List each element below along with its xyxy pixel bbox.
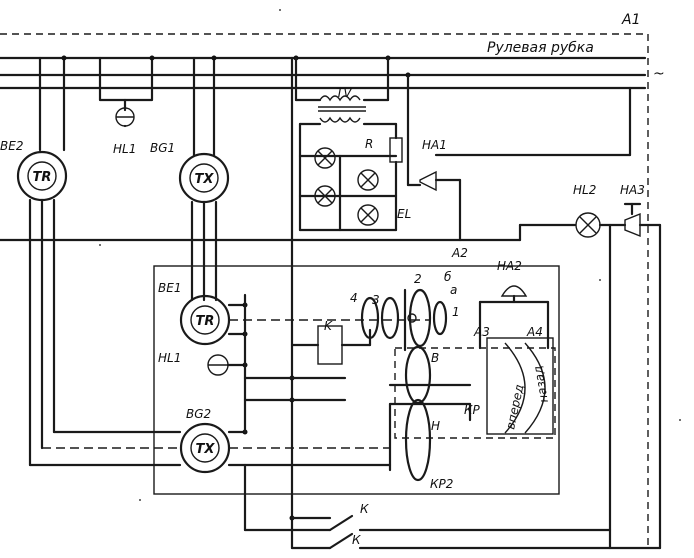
label-be2: BE2 [0, 139, 23, 153]
label-k-bottom-1: К [360, 502, 369, 516]
k-contacts [243, 514, 662, 550]
label-r: R [365, 137, 373, 151]
power-bus [0, 56, 647, 90]
label-hl1-mid: HL1 [158, 351, 181, 365]
label-k-bottom-2: К [352, 533, 361, 547]
ha1-horn [406, 73, 462, 242]
label-n2: 2 [414, 272, 422, 286]
label-hl2: HL2 [573, 183, 596, 197]
scan-noise [99, 9, 681, 501]
label-ac: ~ [653, 66, 665, 82]
label-a1: A1 [621, 12, 640, 28]
label-dial-forward: вперед [503, 383, 526, 431]
label-tr-mid: TR [196, 314, 215, 329]
label-nb: б [444, 270, 452, 284]
label-hl1-top: HL1 [113, 142, 136, 156]
label-ha1: HA1 [422, 138, 447, 152]
label-kr2: КР2 [430, 477, 453, 491]
label-bg1: BG1 [150, 141, 175, 155]
direction-dial [504, 342, 546, 434]
tv-transformer [294, 56, 398, 126]
ha3-horn [623, 202, 662, 550]
label-el: EL [397, 207, 411, 221]
label-n1: 1 [452, 305, 460, 319]
label-tv: TV [336, 86, 352, 100]
label-n4: 4 [350, 291, 358, 305]
label-k-relay: K [324, 319, 333, 333]
label-n3: 3 [372, 293, 380, 307]
bus-drops [38, 55, 411, 157]
label-a2: A2 [451, 246, 468, 260]
a1-boundary [0, 33, 649, 548]
label-na: а [450, 283, 457, 297]
label-kr: КР [464, 403, 481, 417]
ha2-bell [478, 285, 550, 350]
label-tx-top: TX [195, 172, 215, 187]
label-be1: BE1 [158, 281, 181, 295]
label-tr-top: TR [33, 170, 52, 185]
label-v: В [431, 351, 439, 365]
el-lamp-block [298, 122, 403, 232]
kr2-switch [388, 345, 472, 482]
label-a3: A3 [473, 325, 490, 339]
a2-box [153, 265, 560, 495]
selector-switch [360, 288, 448, 352]
label-n: Н [431, 419, 440, 433]
label-bridge: Рулевая рубка [487, 40, 594, 56]
be2-leads [28, 198, 182, 467]
hl1-mid-lamp [207, 354, 248, 376]
label-bg2: BG2 [186, 407, 211, 421]
label-dial-back: назад [531, 365, 551, 404]
label-ha3: HA3 [620, 183, 645, 197]
label-tx-bot: TX [196, 442, 216, 457]
label-a4: A4 [526, 325, 543, 339]
bg1-leads [190, 200, 218, 302]
hl1-top-lamp [98, 86, 154, 128]
a3-box [394, 347, 556, 439]
hl2-lamp [518, 212, 627, 242]
label-ha2: HA2 [497, 259, 522, 273]
a4-box [486, 337, 554, 435]
